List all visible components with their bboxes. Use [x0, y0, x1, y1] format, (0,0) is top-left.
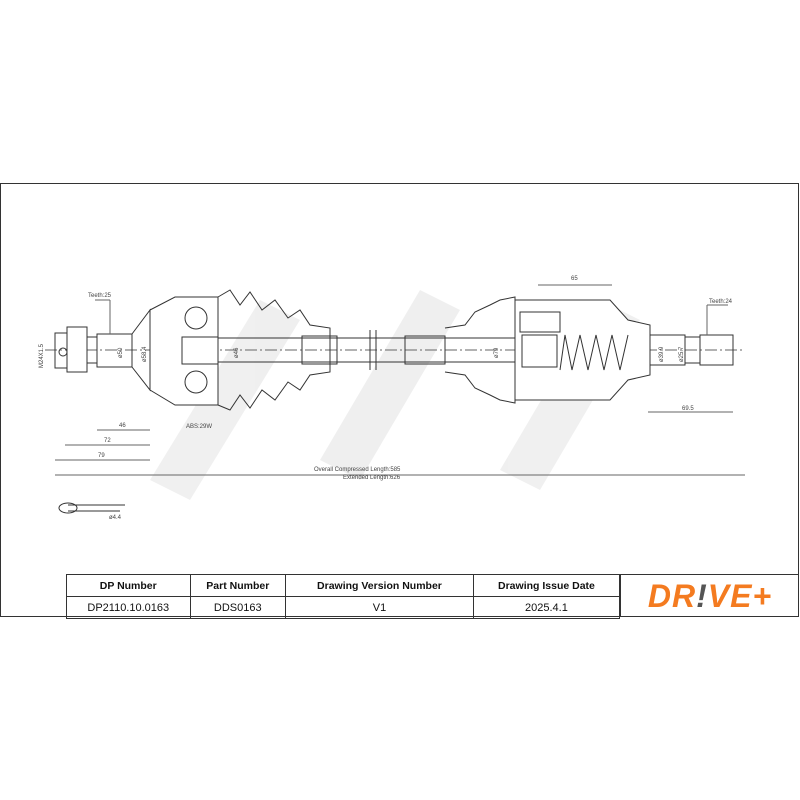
label-abs: ABS:29W	[186, 424, 212, 430]
value-dp-number: DP2110.10.0163	[66, 596, 191, 619]
label-dia-46: ø46	[234, 347, 240, 358]
header-part-number: Part Number	[189, 574, 287, 597]
label-teeth-right: Teeth:24	[709, 299, 733, 305]
label-dim-69-5: 69.5	[682, 406, 694, 412]
left-stub	[54, 308, 151, 392]
table-header-row: DP Number Part Number Drawing Version Nu…	[66, 574, 621, 597]
outer-cv-joint	[149, 296, 219, 406]
label-dim-46: 46	[119, 423, 126, 429]
drive-plus-logo: DR!VE+	[620, 574, 799, 617]
label-dia-58-4: ø58.4	[142, 346, 148, 362]
label-dim-79: 79	[98, 453, 105, 459]
shaft	[218, 330, 520, 370]
cotter-pin	[58, 502, 125, 514]
label-dim-72: 72	[104, 438, 111, 444]
logo-text-c: VE+	[707, 577, 773, 614]
table-row: DP2110.10.0163 DDS0163 V1 2025.4.1	[66, 596, 621, 619]
label-dia-25-7: ø25.7	[679, 346, 685, 362]
value-version: V1	[285, 596, 474, 619]
label-dia-50: ø50	[118, 347, 124, 358]
label-extended-length: Extended Length:626	[343, 475, 401, 481]
logo-text-a: DR	[647, 577, 697, 614]
inner-tripod-joint	[514, 299, 651, 401]
right-stub	[649, 334, 734, 366]
dimension-lines	[55, 284, 745, 476]
logo-text-b: !	[696, 577, 708, 614]
title-block-table: DP Number Part Number Drawing Version Nu…	[66, 574, 621, 619]
label-dia-79: ø79	[494, 347, 500, 358]
header-dp-number: DP Number	[66, 574, 191, 597]
label-dia-39-9: ø39.9	[659, 346, 665, 362]
header-issue-date: Drawing Issue Date	[472, 574, 621, 597]
label-compressed-length: Overall Compressed Length:585	[314, 467, 401, 473]
value-issue-date: 2025.4.1	[472, 596, 621, 619]
value-part-number: DDS0163	[189, 596, 287, 619]
label-dim-65: 65	[571, 276, 578, 282]
left-boot	[217, 289, 331, 411]
label-thread: M24X1.5	[39, 343, 45, 368]
label-pin-dia: ø4.4	[109, 515, 122, 521]
header-version: Drawing Version Number	[285, 574, 474, 597]
label-teeth-left: Teeth:25	[88, 293, 112, 299]
